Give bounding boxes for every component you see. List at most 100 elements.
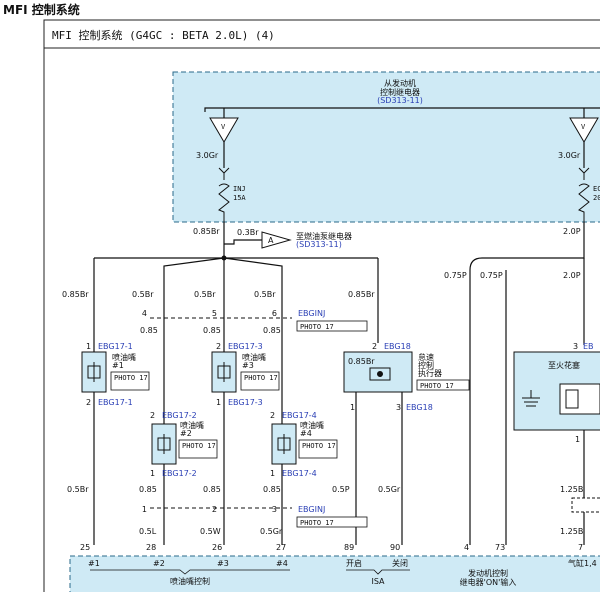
wire-inj4: 0.5Br	[254, 290, 276, 299]
photo-bot: PHOTO 17	[300, 519, 334, 527]
svg-text:1: 1	[270, 469, 275, 478]
ecm-relay1: 发动机控制	[468, 568, 508, 578]
diagram-frame	[43, 19, 600, 592]
svg-text:V: V	[581, 123, 586, 131]
svg-text:PHOTO 17: PHOTO 17	[182, 442, 216, 450]
wire-isa-close: 0.5Gr	[378, 485, 401, 494]
wire-branch: 0.3Br	[237, 228, 259, 237]
svg-text:PHOTO 17: PHOTO 17	[302, 442, 336, 450]
svg-text:7: 7	[578, 543, 583, 552]
wire-inj4-low: 0.5Gr	[260, 527, 283, 536]
ecm-cyl: 气缸1,4	[568, 558, 597, 568]
pin-bot-1: 1	[142, 505, 147, 514]
svg-text:2: 2	[150, 411, 155, 420]
fuse-right	[578, 167, 590, 222]
fuel-pump-marker: A	[268, 236, 274, 245]
svg-text:3: 3	[396, 403, 401, 412]
svg-text:2: 2	[372, 342, 377, 351]
svg-text:PHOTO 17: PHOTO 17	[114, 374, 148, 382]
svg-text:1: 1	[86, 342, 91, 351]
svg-text:1: 1	[216, 398, 221, 407]
ecm-isa-group: ISA	[371, 577, 385, 586]
svg-text:1: 1	[350, 403, 355, 412]
pin-top-4: 4	[142, 309, 147, 318]
wire-20p: 2.0P	[563, 271, 581, 280]
wire-coil-a: 1.25B	[560, 485, 583, 494]
svg-text:2: 2	[86, 398, 91, 407]
ecm-pins: 25 28 26 27 89 90 4 73 7	[80, 543, 583, 552]
ecm-relay2: 继电器'ON'输入	[460, 577, 517, 587]
svg-text:EBG17-2: EBG17-2	[162, 411, 197, 420]
photo-top: PHOTO 17	[300, 323, 334, 331]
svg-text:27: 27	[276, 543, 286, 552]
ignition-ebg: EB	[583, 342, 594, 351]
wire-inj4-bot: 0.85	[263, 485, 281, 494]
svg-text:25: 25	[80, 543, 90, 552]
svg-text:26: 26	[212, 543, 222, 552]
svg-text:1: 1	[575, 435, 580, 444]
svg-text:EBG17-1: EBG17-1	[98, 342, 133, 351]
svg-text:EBG17-4: EBG17-4	[282, 411, 317, 420]
fuse-left-rating: 15A	[233, 194, 246, 202]
wire-right-top: 2.0P	[563, 227, 581, 236]
svg-text:1: 1	[150, 469, 155, 478]
svg-text:2: 2	[270, 411, 275, 420]
wire-coil-b: 1.25B	[560, 527, 583, 536]
wire-inj4-mid: 0.85	[263, 326, 281, 335]
svg-text:怠速: 怠速	[418, 352, 434, 362]
wire-inj3-mid: 0.85	[203, 326, 221, 335]
ebginj-top: EBGINJ	[298, 309, 325, 318]
svg-text:喷油嘴: 喷油嘴	[300, 420, 324, 430]
svg-text:EBG17-3: EBG17-3	[228, 342, 263, 351]
ecm-i3: #3	[217, 559, 229, 568]
fuse-right-name: EC	[593, 185, 600, 193]
injector-2: 2 EBG17-2 喷油嘴 #2 PHOTO 17 1 EBG17-2	[150, 411, 218, 478]
wire-main-left: 0.85Br	[193, 227, 220, 236]
svg-text:喷油嘴: 喷油嘴	[112, 352, 136, 362]
ignition-label: 至火花塞	[548, 360, 580, 370]
fuse-left-wire: 3.0Gr	[196, 151, 219, 160]
wire-inj2: 0.5Br	[132, 290, 154, 299]
ecm-box	[69, 555, 600, 592]
fuel-pump-ref: (SD313-11)	[296, 240, 342, 249]
svg-text:控制: 控制	[418, 360, 434, 370]
svg-text:90: 90	[390, 543, 400, 552]
svg-text:EBG17-1: EBG17-1	[98, 398, 133, 407]
relay-box-ref: (SD313-11)	[377, 96, 423, 105]
svg-text:PHOTO 17: PHOTO 17	[420, 382, 454, 390]
wire-inj2-low: 0.5L	[139, 527, 157, 536]
ground-triangle-right	[569, 117, 599, 143]
wire-inj2-mid: 0.85	[140, 326, 158, 335]
relay-box	[172, 71, 600, 223]
wire-isa-top: 0.85Br	[348, 290, 375, 299]
wire-inj3-low: 0.5W	[200, 527, 221, 536]
pin-bot-3: 3	[272, 505, 277, 514]
ebginj-bot: EBGINJ	[298, 505, 325, 514]
page-title: MFI 控制系统	[3, 3, 80, 17]
wire-inj3: 0.5Br	[194, 290, 216, 299]
svg-text:#3: #3	[242, 361, 254, 370]
wire-inj1-bot: 0.5Br	[67, 485, 89, 494]
svg-text:0.85Br: 0.85Br	[348, 357, 375, 366]
svg-text:执行器: 执行器	[418, 368, 442, 378]
svg-text:4: 4	[464, 543, 469, 552]
svg-text:EBG18: EBG18	[406, 403, 433, 412]
wire-inj2-bot: 0.85	[139, 485, 157, 494]
pin-bot-2: 2	[212, 505, 217, 514]
ecm-i2: #2	[153, 559, 165, 568]
injector-3: 2 EBG17-3 喷油嘴 #3 PHOTO 17 1 EBG17-3	[211, 342, 280, 407]
svg-text:V: V	[221, 123, 226, 131]
fuel-pump-label: 至燃油泵继电器	[296, 231, 352, 241]
svg-text:EBG17-2: EBG17-2	[162, 469, 197, 478]
wire-inj3-bot: 0.85	[203, 485, 221, 494]
wire-075p-a: 0.75P	[444, 271, 467, 280]
svg-text:EBG18: EBG18	[384, 342, 411, 351]
wire-isa-open: 0.5P	[332, 485, 350, 494]
isa-actuator: 2 EBG18 0.85Br 怠速 控制 执行器 PHOTO 17 1 3 EB…	[343, 342, 470, 412]
ecm-close: 关闭	[392, 558, 408, 568]
relay-box-line2: 控制继电器	[380, 87, 420, 97]
fuse-right-wire: 3.0Gr	[558, 151, 581, 160]
svg-text:喷油嘴: 喷油嘴	[242, 352, 266, 362]
svg-text:73: 73	[495, 543, 505, 552]
